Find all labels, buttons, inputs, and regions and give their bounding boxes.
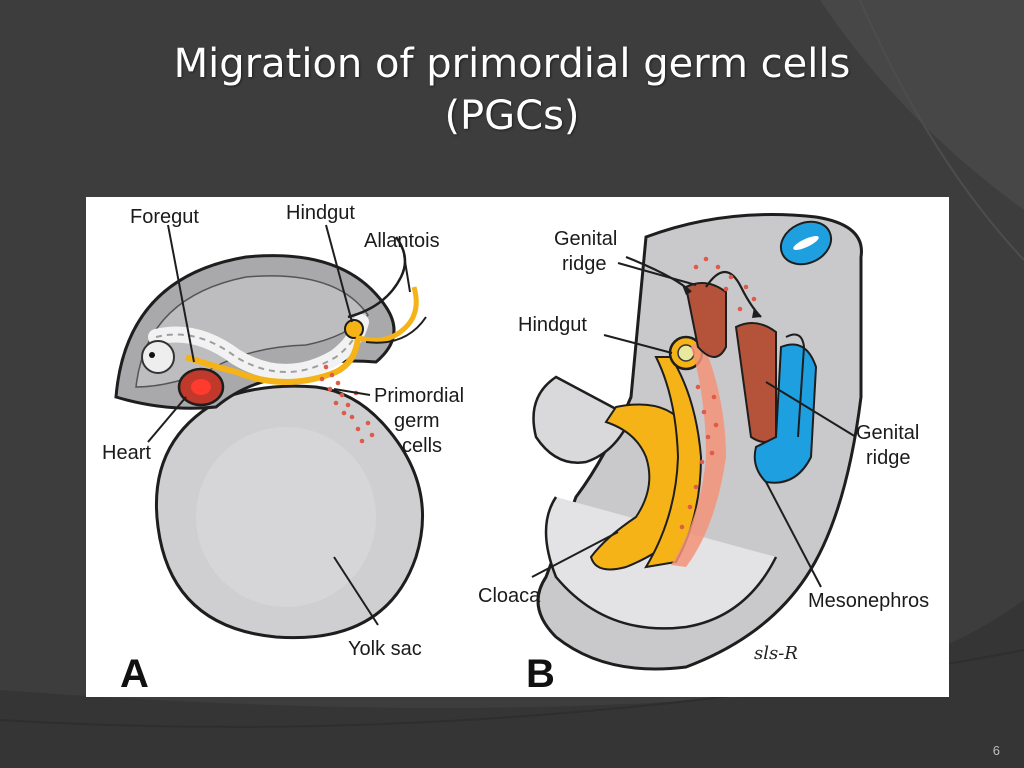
slide-title-line-2: (PGCs) (444, 93, 580, 139)
label-hindgut-b: Hindgut (518, 314, 587, 336)
artist-signature: sls-R (754, 643, 798, 664)
slide-title-line-1: Migration of primordial germ cells (173, 41, 851, 87)
slide-title: Migration of primordial germ cells (PGCs… (62, 38, 962, 142)
pgc-dots-b (679, 256, 757, 530)
panel-b-drawing (531, 213, 863, 671)
panel-a-drawing (114, 224, 427, 640)
label-foregut: Foregut (130, 206, 199, 228)
label-pgc-line-1: Primordial (374, 385, 464, 407)
slide-number: 6 (992, 743, 1000, 758)
label-genital-ridge-top-2: ridge (562, 253, 606, 275)
label-genital-ridge-right-2: ridge (866, 447, 910, 469)
embryo-figure: Foregut Hindgut Allantois Primordial ger… (86, 197, 949, 697)
label-pgc-line-3: cells (402, 435, 442, 457)
panel-a-letter: A (120, 652, 149, 696)
panel-b-letter: B (526, 652, 555, 696)
embryo-illustration: Foregut Hindgut Allantois Primordial ger… (102, 202, 929, 696)
label-genital-ridge-top-1: Genital (554, 228, 617, 250)
label-allantois: Allantois (364, 230, 440, 252)
genital-ridge-left-shape (684, 282, 727, 358)
label-heart: Heart (102, 442, 151, 464)
label-cloaca: Cloaca (478, 585, 541, 607)
label-hindgut-a: Hindgut (286, 202, 355, 224)
label-pgc-line-2: germ (394, 410, 440, 432)
label-mesonephros: Mesonephros (808, 590, 929, 612)
label-yolk-sac: Yolk sac (348, 638, 422, 660)
label-genital-ridge-right-1: Genital (856, 422, 919, 444)
